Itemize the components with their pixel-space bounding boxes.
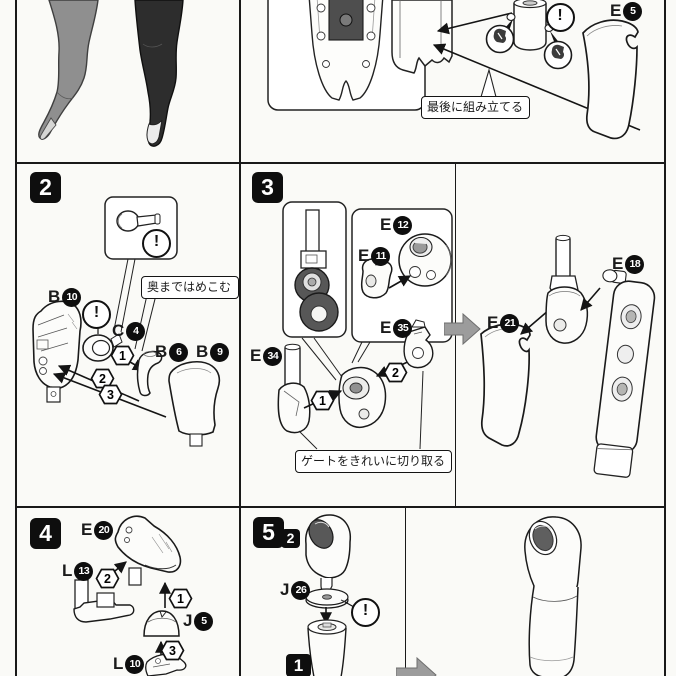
panel-divider-step5-result — [405, 507, 407, 676]
part-hip-joint — [337, 366, 386, 429]
assembly-arrow — [579, 287, 601, 311]
sequence-badge-1: 1 — [310, 390, 335, 411]
svg-text:2: 2 — [104, 572, 111, 586]
thigh-cylinder-part — [306, 618, 347, 676]
warning-mark: ! — [351, 598, 380, 627]
warning-mark: ! — [82, 300, 111, 329]
finished-legs-illustration — [37, 0, 184, 147]
step4-number: 4 — [30, 518, 61, 549]
right-leg — [133, 0, 184, 147]
waist-frame-inset — [266, 0, 426, 111]
part-label-e35: E 35 — [380, 318, 413, 338]
part-e21-armor — [479, 323, 531, 447]
svg-text:3: 3 — [107, 388, 114, 402]
step5-diagram — [304, 513, 354, 676]
part-label-e11: E 11 — [358, 246, 391, 266]
part-label-b6: B 6 — [155, 342, 189, 362]
part-e5-armor — [581, 19, 639, 140]
sequence-badge-3: 3 — [98, 384, 123, 405]
callout-pointer — [479, 67, 497, 98]
polycap-cylinder — [505, 0, 554, 51]
step5-result-diagram — [523, 515, 582, 676]
assembly-arrow — [519, 309, 550, 335]
step4-diagram — [72, 514, 186, 676]
subassembly-inset — [281, 201, 347, 338]
part-label-e18: E 18 — [612, 254, 645, 274]
svg-text:1: 1 — [119, 349, 126, 363]
part-e20-boot — [114, 514, 181, 586]
part-b9 — [167, 361, 220, 447]
warning-mark: ! — [545, 3, 575, 32]
part-j26-washer — [304, 587, 349, 609]
part-e18 — [592, 269, 655, 478]
hip-ball-part — [304, 513, 351, 592]
part-label-b10: B 10 — [48, 287, 82, 307]
sequence-badge-2: 2 — [95, 568, 120, 589]
part-e35 — [402, 319, 433, 369]
part-label-l13: L 13 — [62, 561, 94, 581]
warning-mark: ! — [142, 229, 171, 258]
sequence-badge-1: 1 — [110, 345, 135, 366]
panel-border-row2 — [15, 506, 666, 509]
svg-text:2: 2 — [392, 366, 399, 380]
part-c4-ring — [81, 333, 123, 362]
result-arrow-icon — [396, 656, 437, 676]
left-foot-toe — [39, 117, 57, 140]
part-label-j5: J 5 — [183, 611, 214, 631]
callout-cut-gate: ゲートをきれいに切り取る — [295, 450, 452, 473]
svg-text:3: 3 — [169, 644, 176, 658]
step3-number: 3 — [252, 172, 283, 203]
step3-result-diagram — [479, 234, 655, 478]
step5-substep-2: 2 — [281, 529, 300, 548]
part-b6 — [136, 350, 162, 397]
panel-border-center — [239, 0, 242, 676]
assembly-arrow — [436, 12, 512, 35]
panel-border-left — [15, 0, 18, 676]
part-label-j26: J 26 — [280, 580, 311, 600]
callout-assemble-last: 最後に組み立てる — [421, 96, 530, 119]
step3-diagram — [277, 201, 453, 450]
step2-number: 2 — [30, 172, 61, 203]
part-label-e5: E 5 — [610, 1, 643, 21]
svg-text:1: 1 — [177, 592, 184, 606]
panel-border-row1 — [15, 162, 666, 165]
part-j5-dome — [142, 609, 180, 637]
detail-magnifier-circle — [543, 31, 572, 70]
e11-e12-inset — [350, 208, 453, 364]
part-label-e34: E 34 — [250, 346, 283, 366]
detail-magnifier-circle — [485, 19, 514, 54]
assemble-last-diagram — [266, 0, 640, 140]
part-label-b9: B 9 — [196, 342, 230, 362]
right-foot-toe — [145, 119, 162, 145]
part-label-e21: E 21 — [487, 313, 520, 333]
leg-attachment-part — [390, 0, 453, 74]
panel-border-right — [663, 0, 666, 676]
svg-text:1: 1 — [319, 394, 326, 408]
svg-text:2: 2 — [99, 372, 106, 386]
step5-substep-1: 1 — [286, 654, 311, 676]
part-label-c4: C 4 — [112, 321, 146, 341]
part-label-l10: L 10 — [113, 654, 145, 674]
assembled-hip-joint — [544, 234, 588, 344]
left-leg — [37, 0, 99, 140]
part-label-e12: E 12 — [380, 215, 413, 235]
part-label-e20: E 20 — [81, 520, 114, 540]
sequence-badge-3: 3 — [160, 640, 185, 661]
sequence-badge-1: 1 — [168, 588, 193, 609]
callout-push-fully: 奥まではめこむ — [141, 276, 239, 299]
part-b10 — [31, 300, 82, 403]
sequence-badge-2: 2 — [383, 362, 408, 383]
step5-number: 5 — [253, 517, 284, 548]
assembled-thigh — [523, 515, 582, 676]
part-e34 — [277, 343, 311, 434]
result-arrow-icon — [444, 313, 481, 345]
